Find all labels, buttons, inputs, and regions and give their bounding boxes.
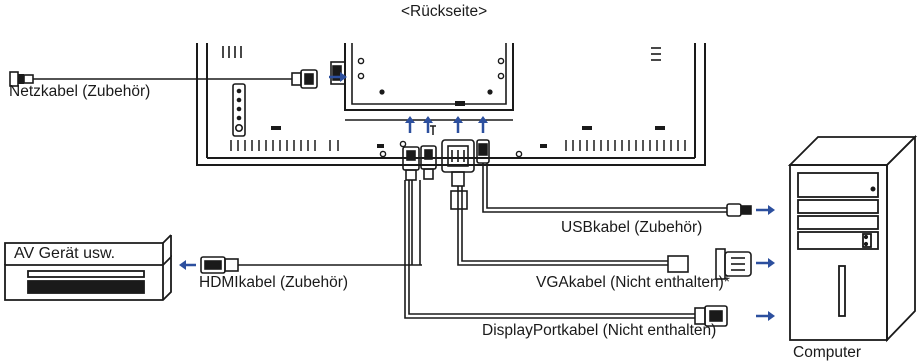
usb-plug-icon	[726, 203, 752, 217]
computer-label: Computer	[793, 344, 862, 361]
vent-marks-bottom-right	[565, 140, 686, 151]
power-plug-icon	[9, 71, 34, 87]
arrow-up-icon	[405, 116, 415, 133]
vga-cable-label: VGAkabel (Nicht enthalten)*	[536, 274, 730, 291]
av-device	[4, 234, 172, 301]
usb-cable-label: USBkabel (Zubehör)	[561, 219, 703, 236]
arrow-up-icon	[423, 116, 433, 133]
vent-marks-bottom-left	[230, 140, 339, 151]
power-cable-label: Netzkabel (Zubehör)	[9, 83, 151, 100]
displayport-plug-icon	[694, 305, 728, 327]
hdmi-cable-label: HDMIkabel (Zubehör)	[199, 274, 349, 291]
connection-arrows	[179, 72, 775, 321]
arrow-up-icon	[453, 116, 463, 133]
arrow-right-icon	[756, 258, 775, 268]
power-cord-connector-icon	[291, 69, 318, 89]
rear-side-title: <Rückseite>	[401, 3, 488, 20]
arrow-up-icon	[478, 116, 488, 133]
displayport-cable-label: DisplayPortkabel (Nicht enthalten)	[482, 322, 717, 339]
arrow-left-icon	[179, 260, 196, 270]
computer-tower	[787, 134, 918, 343]
cable-lines	[18, 78, 727, 319]
arrow-right-icon	[756, 311, 775, 321]
av-device-label: AV Gerät usw.	[14, 245, 116, 262]
vga-plug-icon	[667, 248, 752, 280]
hdmi-plug-icon	[200, 256, 239, 274]
arrow-right-icon	[756, 205, 775, 215]
connector-plugs	[402, 139, 490, 187]
control-buttons-icon	[232, 83, 246, 137]
monitor-rear	[196, 43, 706, 166]
arrow-right-icon	[329, 72, 347, 82]
vent-marks	[222, 46, 661, 61]
mount-slots	[271, 126, 665, 158]
